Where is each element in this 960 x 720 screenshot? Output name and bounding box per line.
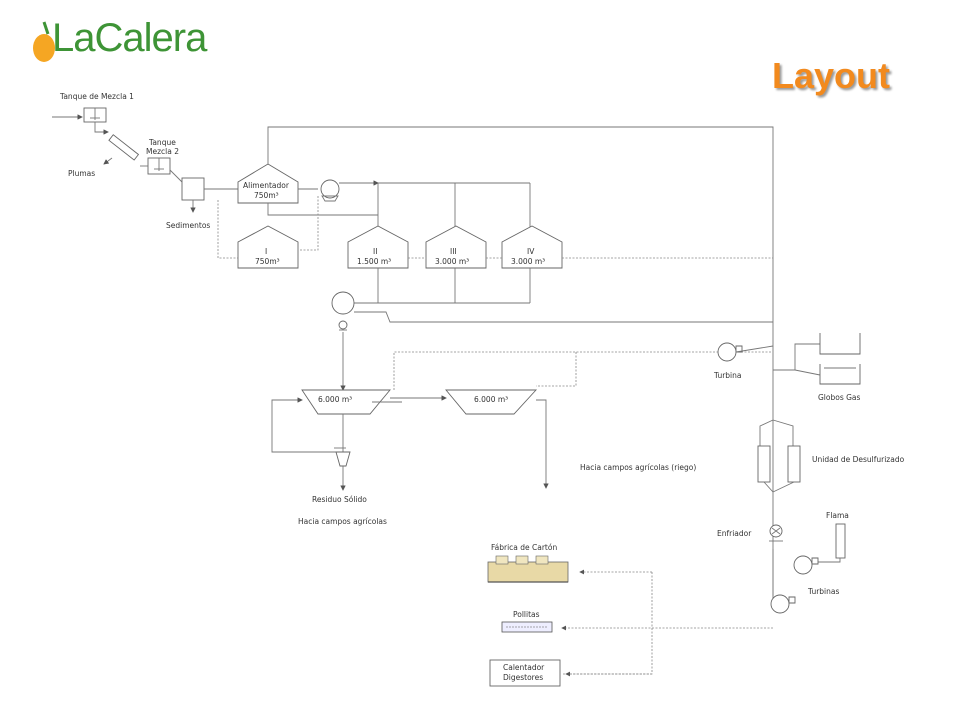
- screw-conveyor: [108, 134, 140, 161]
- label-tank-iii-line2: 3.000 m³: [435, 257, 469, 266]
- label-unidad-desulfurizado: Unidad de Desulfurizado: [812, 455, 905, 464]
- label-basin-2: 6.000 m³: [474, 395, 508, 404]
- calentador-digestores: [489, 659, 561, 687]
- label-tanque-2-line1: Tanque: [148, 138, 176, 147]
- label-tank-ii-line1: II: [373, 247, 377, 256]
- label-tank-iii-line1: III: [450, 247, 457, 256]
- label-tanque-2-line2: Mezcla 2: [146, 147, 179, 156]
- label-turbina: Turbina: [713, 371, 741, 380]
- tank-i: [237, 225, 299, 269]
- pump-alimentador: [320, 179, 340, 199]
- sedimentador: [181, 177, 205, 201]
- label-tank-i-line1: I: [265, 247, 267, 256]
- label-tank-iv-line2: 3.000 m³: [511, 257, 545, 266]
- label-alimentador-line2: 750m³: [254, 191, 279, 200]
- label-alimentador-line1: Alimentador: [243, 181, 290, 190]
- desulfurizador-2: [787, 445, 801, 483]
- label-flama: Flama: [826, 511, 849, 520]
- label-fabrica-carton: Fábrica de Cartón: [491, 543, 557, 552]
- globo-gas-2: [819, 364, 861, 385]
- basin-2: [445, 389, 538, 415]
- desulfurizador-1: [757, 445, 771, 483]
- pump-recirculacion: [331, 291, 355, 315]
- pollitas-icon: [501, 621, 553, 633]
- logo-text: LaCalera: [52, 16, 207, 60]
- label-calentador-line2: Digestores: [503, 673, 543, 682]
- turbina-1-icon: [717, 342, 737, 362]
- globo-gas-1: [819, 333, 861, 355]
- label-plumas: Plumas: [68, 169, 95, 178]
- page-title: Layout: [772, 55, 891, 96]
- lemon-logo-icon: [33, 21, 55, 62]
- pump-small: [338, 320, 348, 330]
- turbina-3-icon: [770, 594, 790, 614]
- basin-1: [301, 389, 391, 415]
- label-sedimentos: Sedimentos: [166, 221, 210, 230]
- tank-alimentador: [237, 163, 299, 204]
- label-tanque-mezcla-1: Tanque de Mezcla 1: [59, 92, 134, 101]
- label-enfriador: Enfriador: [717, 529, 752, 538]
- tank-iii: [425, 225, 487, 269]
- tank-ii: [347, 225, 409, 269]
- label-tank-iv-line1: IV: [527, 247, 535, 256]
- label-pollitas: Pollitas: [513, 610, 540, 619]
- label-calentador-line1: Calentador: [503, 663, 545, 672]
- label-globos-gas: Globos Gas: [818, 393, 861, 402]
- label-hacia-campos: Hacia campos agrícolas: [298, 517, 387, 526]
- turbina-2-icon: [793, 555, 813, 575]
- label-residuo-solido: Residuo Sólido: [312, 495, 367, 504]
- label-tank-ii-line2: 1.500 m³: [357, 257, 391, 266]
- valve-residuo: [335, 451, 351, 467]
- flama-stack: [835, 523, 846, 559]
- tank-iv: [501, 225, 563, 269]
- label-basin-1: 6.000 m³: [318, 395, 352, 404]
- label-turbinas: Turbinas: [807, 587, 839, 596]
- fabrica-carton-icon: [487, 555, 569, 583]
- label-tank-i-line2: 750m³: [255, 257, 280, 266]
- label-hacia-campos-riego: Hacia campos agrícolas (riego): [580, 463, 696, 472]
